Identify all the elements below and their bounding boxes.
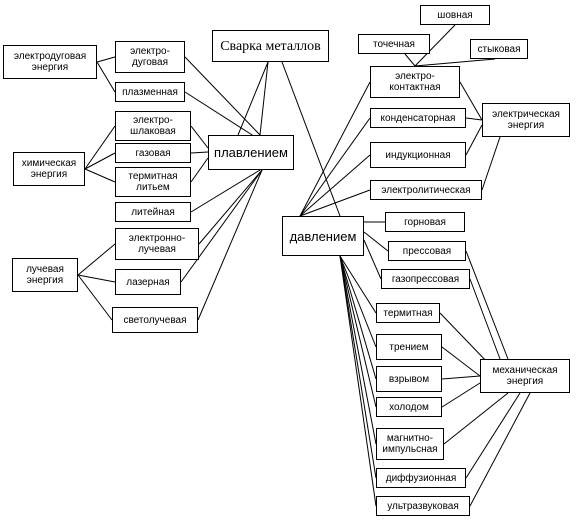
node-thermite: термитная	[376, 303, 440, 323]
node-forge: горновая	[385, 212, 465, 232]
node-capacitor: конденсаторная	[370, 108, 466, 128]
connector-line-16	[190, 169, 261, 213]
node-beam-energy: лучевая энергия	[12, 258, 78, 292]
connector-line-17	[198, 169, 263, 245]
node-mech-energy: механическая энергия	[480, 359, 570, 393]
connector-line-8	[77, 243, 116, 276]
node-press: прессовая	[388, 241, 466, 261]
connector-line-5	[84, 125, 116, 170]
connector-line-1	[259, 61, 269, 136]
connector-line-39	[465, 124, 483, 156]
connector-line-26	[363, 239, 382, 280]
connector-line-44	[441, 346, 481, 377]
connector-line-37	[459, 81, 483, 121]
node-magnetic: магнитно- импульсная	[376, 428, 444, 460]
connector-line-48	[465, 392, 521, 479]
node-spot: точечная	[358, 34, 430, 54]
node-pressure: давлением	[282, 216, 364, 256]
connector-line-23	[299, 189, 371, 217]
node-plasma: плазменная	[115, 82, 185, 102]
connector-line-15	[190, 157, 209, 183]
connector-line-40	[481, 136, 501, 191]
node-thermite-cast: термитная литьем	[115, 167, 191, 197]
node-friction: трением	[376, 334, 442, 360]
connector-line-18	[180, 169, 263, 283]
connector-line-19	[197, 169, 263, 321]
connector-line-41	[465, 250, 509, 360]
node-melting: плавлением	[208, 135, 294, 170]
node-contact: электро- контактная	[370, 66, 460, 98]
diagram-title: Сварка металлов	[212, 30, 329, 62]
connector-line-46	[441, 382, 481, 408]
connector-line-32	[339, 255, 377, 479]
connector-line-20	[299, 81, 371, 217]
node-light-beam: светолучевая	[112, 307, 198, 333]
connector-line-34	[414, 24, 456, 67]
node-ebeam: электронно- лучевая	[115, 228, 199, 260]
node-cold: холодом	[376, 397, 442, 417]
connector-line-12	[184, 91, 261, 141]
node-ultrasonic: ультразвуковая	[376, 496, 470, 516]
node-elec-energy: электрическая энергия	[482, 103, 570, 137]
connector-line-25	[363, 231, 389, 252]
connector-line-42	[469, 278, 501, 360]
connector-line-4	[96, 61, 116, 93]
connector-line-47	[443, 392, 509, 445]
connector-line-0	[237, 61, 269, 136]
node-diffusion: диффузионная	[376, 468, 466, 488]
connector-line-11	[184, 56, 261, 136]
connector-line-14	[190, 151, 209, 154]
connector-line-49	[469, 392, 531, 507]
connector-line-3	[96, 56, 116, 63]
connector-line-9	[77, 274, 116, 283]
connector-line-45	[441, 375, 481, 380]
node-laser: лазерная	[115, 269, 181, 295]
connector-line-27	[339, 255, 377, 314]
connector-line-30	[339, 255, 377, 408]
connector-line-21	[299, 117, 371, 217]
connector-line-31	[339, 255, 377, 445]
connector-line-10	[77, 274, 113, 321]
connector-line-22	[299, 154, 371, 217]
connector-line-2	[281, 61, 341, 217]
node-electrolytic: электролитическая	[370, 180, 482, 200]
connector-line-28	[339, 255, 377, 348]
node-induction: индукционная	[370, 142, 466, 168]
node-explosion: взрывом	[376, 366, 442, 392]
connector-line-38	[465, 117, 483, 121]
node-gaspress: газопрессовая	[381, 269, 470, 289]
node-foundry: литейная	[115, 202, 191, 222]
connector-line-43	[439, 312, 491, 366]
connector-line-6	[84, 152, 116, 170]
node-chem-energy: химическая энергия	[13, 152, 85, 186]
connector-line-7	[84, 168, 116, 183]
node-electroarc: электро- дуговая	[115, 41, 185, 73]
node-seam: шовная	[420, 5, 490, 25]
connector-line-35	[404, 53, 416, 67]
connector-line-33	[339, 255, 377, 507]
connector-line-13	[190, 125, 209, 149]
node-butt: стыковая	[470, 39, 528, 59]
node-gas: газовая	[115, 143, 191, 163]
connector-line-29	[339, 255, 377, 380]
connector-line-36	[414, 58, 496, 67]
node-electroslag: электро- шлаковая	[115, 111, 191, 141]
node-arc-energy: электродуговая энергия	[3, 45, 97, 79]
